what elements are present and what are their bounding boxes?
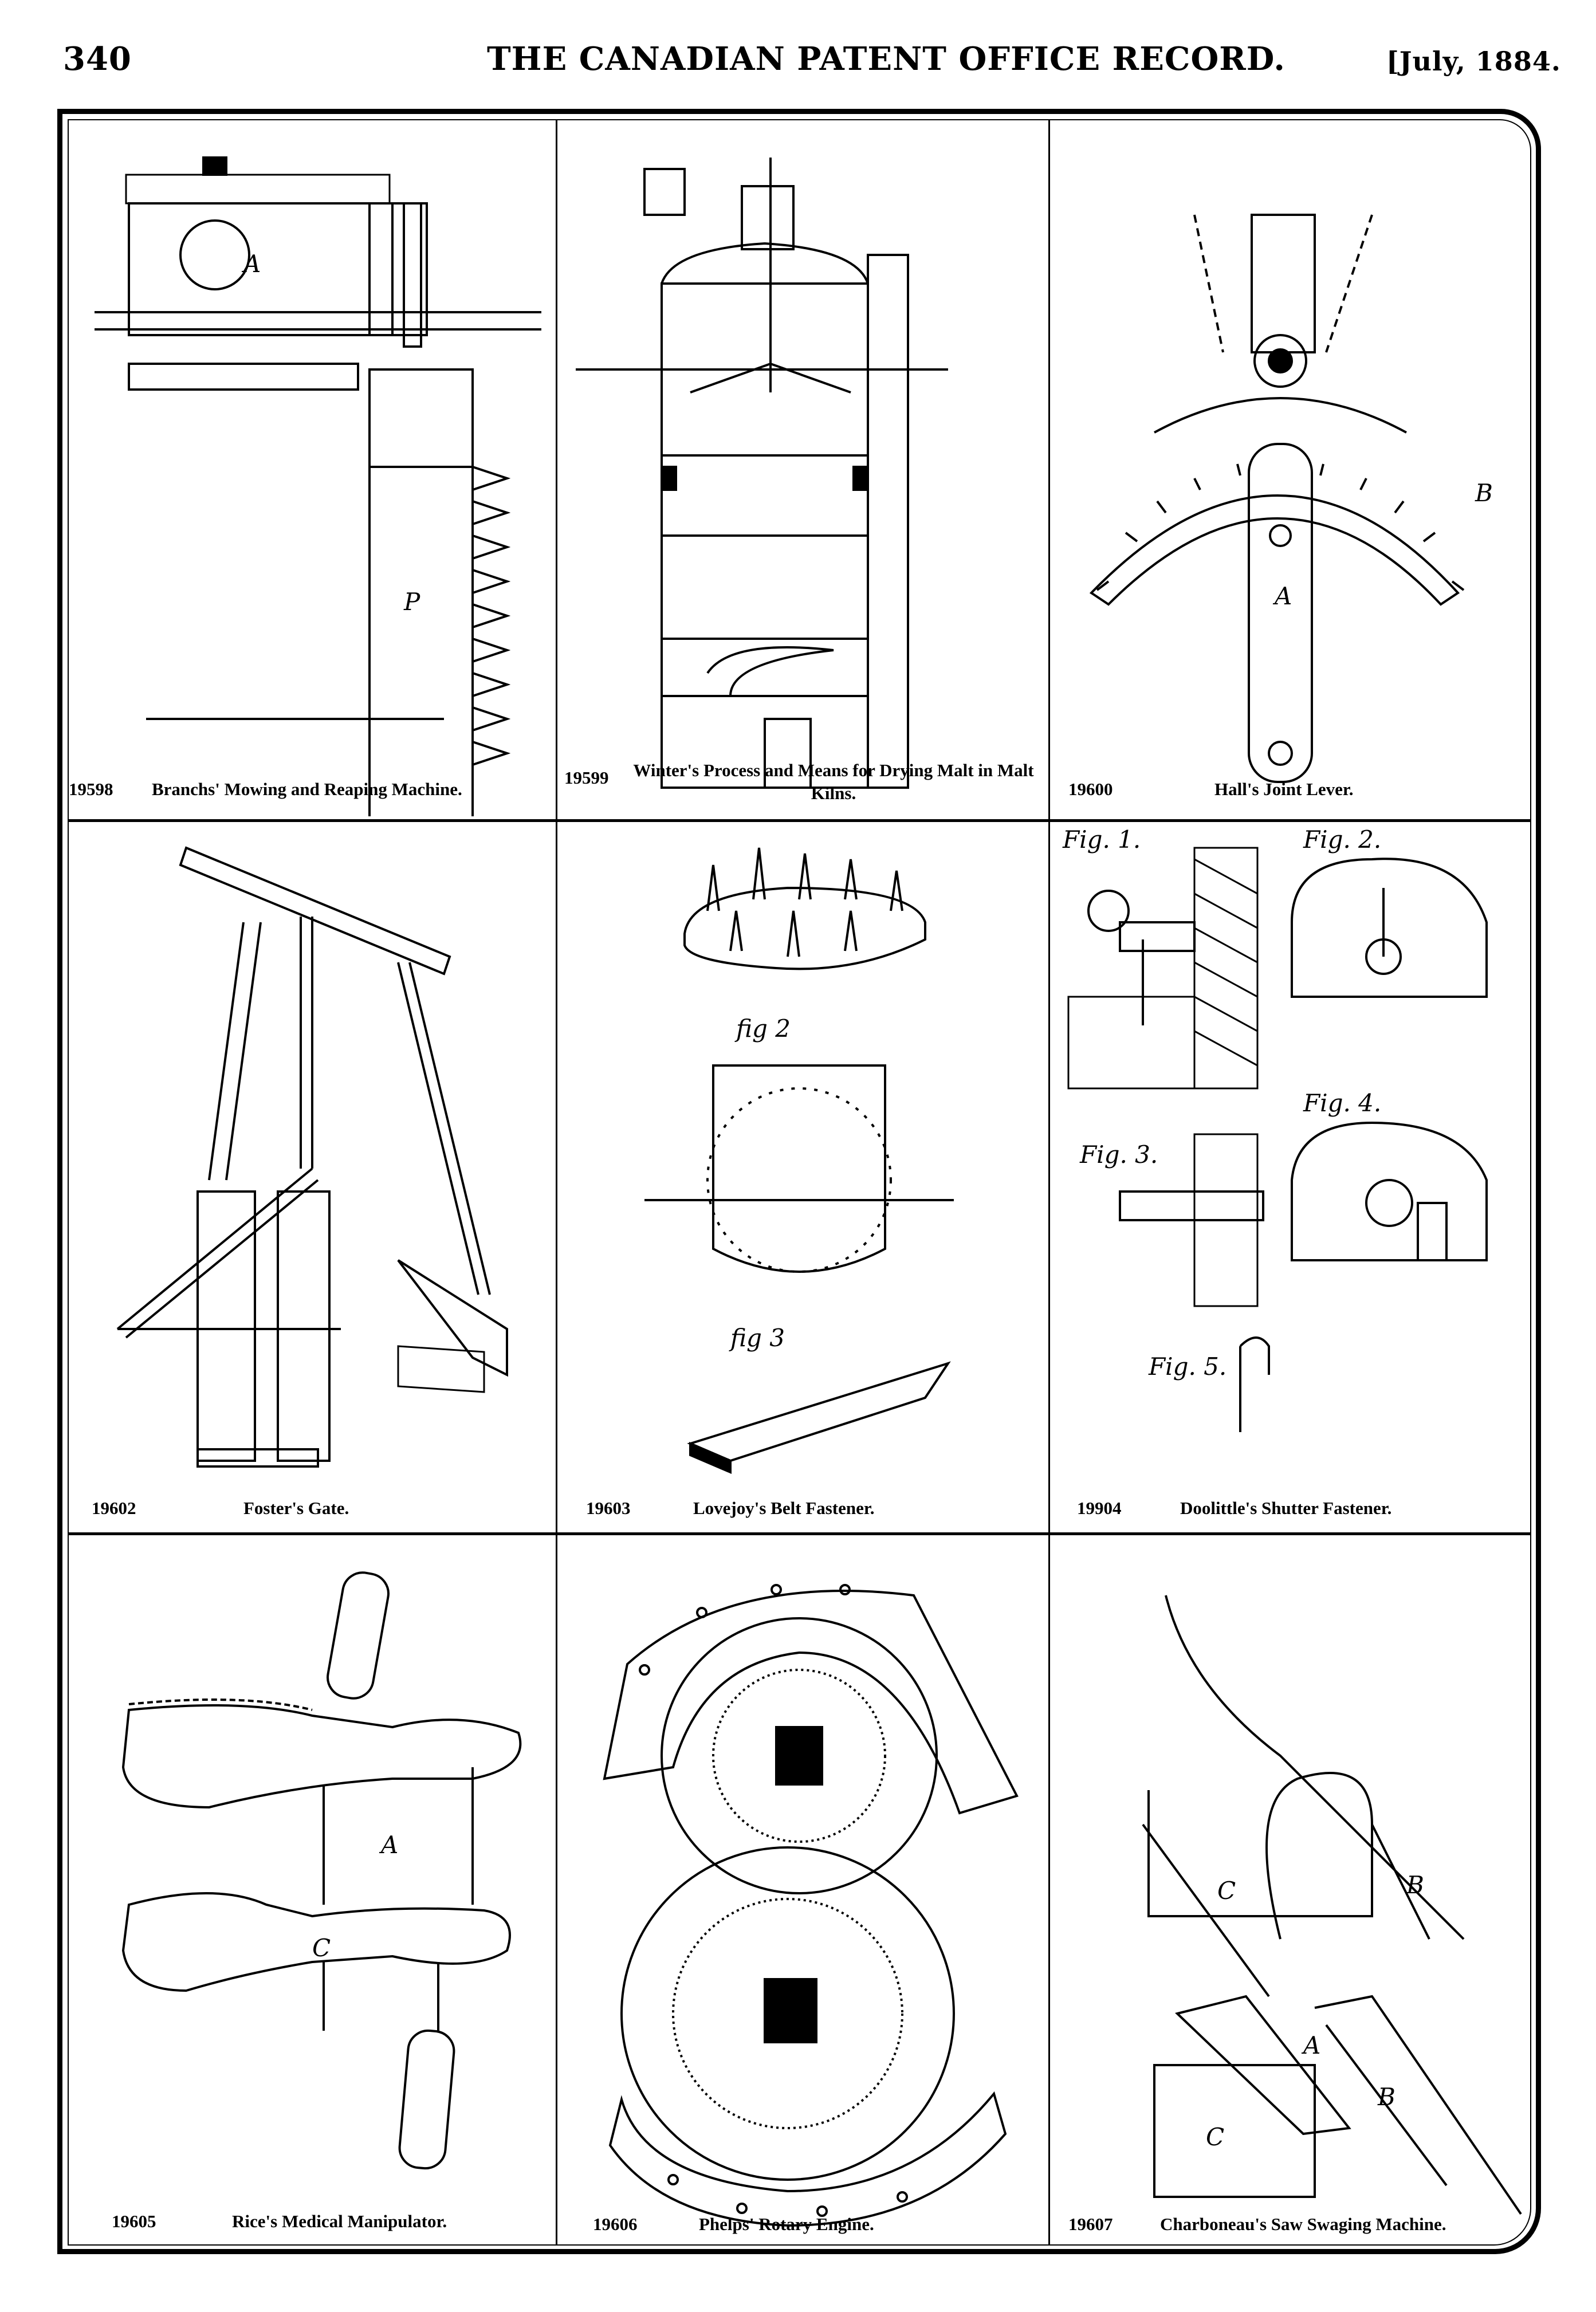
malt-kiln-drawing (576, 158, 948, 789)
inner-frame (68, 119, 1531, 2246)
patent-title: Winter's Process and Means for Drying Ma… (633, 760, 1034, 803)
patent-cell-19603: fig 2 fig 3 19603 Lovejoy's Belt Fastene… (559, 825, 1045, 1529)
patent-cell-19599: 19599 Winter's Process and Means for Dry… (559, 123, 1045, 816)
patent-number: 19602 (92, 1498, 136, 1518)
figure-label: Fig. 3. (1079, 1141, 1158, 1169)
issue-date: [July, 1884. (1386, 46, 1561, 77)
patent-title: Phelps' Rotary Engine. (699, 2214, 874, 2234)
figure-label: Fig. 1. (1062, 825, 1141, 854)
figure-label: Fig. 4. (1303, 1089, 1381, 1117)
figure-label: fig 3 (729, 1324, 785, 1352)
patent-title: Rice's Medical Manipulator. (232, 2211, 447, 2231)
page-frame (57, 109, 1541, 2254)
joint-lever-drawing: AB (1089, 214, 1493, 783)
svg-text:B: B (1475, 479, 1493, 507)
page-number: 340 (63, 40, 132, 78)
gate-drawing (116, 846, 508, 1468)
figure-label: Fig. 5. (1148, 1352, 1227, 1381)
column-divider (1048, 120, 1050, 2246)
patent-cell-19607: C B A B C 19607 Charboneau's Saw Swaging Mac… (1051, 1538, 1527, 2243)
svg-text:C: C (312, 1934, 331, 1962)
svg-text:P: P (403, 588, 420, 616)
svg-text:A: A (1272, 582, 1292, 610)
patent-number: 19598 (69, 779, 113, 799)
mowing-machine-drawing: AP (95, 156, 541, 816)
patent-number: 19599 (564, 768, 609, 788)
patent-number: 19605 (112, 2211, 156, 2231)
patent-number: 19603 (586, 1498, 631, 1518)
column-divider (556, 120, 557, 2246)
patent-cell-19904: Fig. 1. Fig. 2. Fig. 3. Fig. 4. Fig. 5. … (1051, 825, 1527, 1529)
belt-fastener-drawing: fig 2 fig 3 (644, 847, 954, 1475)
svg-text:A: A (379, 1831, 398, 1859)
shutter-fastener-drawing: Fig. 1. Fig. 2. Fig. 3. Fig. 4. Fig. 5. (1062, 825, 1488, 1432)
row-divider (68, 1532, 1531, 1535)
medical-manipulator-drawing: AC (121, 1571, 522, 2170)
row-divider (68, 819, 1531, 822)
page-title: THE CANADIAN PATENT OFFICE RECORD. (487, 40, 1286, 78)
svg-text:C: C (1206, 2123, 1224, 2151)
patent-title: Branchs' Mowing and Reaping Machine. (152, 779, 462, 799)
patent-number: 19606 (593, 2214, 638, 2234)
figure-label: fig 2 (734, 1015, 791, 1043)
patent-cell-19602: 19602 Foster's Gate. (72, 825, 553, 1529)
saw-swaging-drawing: C B A B C (1142, 1595, 1522, 2215)
patent-title: Doolittle's Shutter Fastener. (1180, 1498, 1392, 1518)
svg-text:A: A (241, 250, 261, 278)
svg-text:B: B (1406, 1871, 1424, 1899)
patent-number: 19607 (1068, 2214, 1113, 2234)
figure-label: Fig. 2. (1303, 825, 1381, 854)
patent-title: Foster's Gate. (243, 1498, 349, 1518)
patent-number: 19904 (1077, 1498, 1122, 1518)
rotary-engine-drawing (603, 1584, 1019, 2227)
svg-text:B: B (1377, 2083, 1395, 2111)
patent-title: Charboneau's Saw Swaging Machine. (1160, 2214, 1446, 2234)
patent-title: Lovejoy's Belt Fastener. (693, 1498, 875, 1518)
patent-number: 19600 (1068, 779, 1113, 799)
patent-title: Hall's Joint Lever. (1214, 779, 1354, 799)
svg-text:C: C (1217, 1877, 1236, 1905)
patent-cell-19606: 19606 Phelps' Rotary Engine. (559, 1538, 1045, 2243)
svg-text:A: A (1301, 2031, 1320, 2059)
